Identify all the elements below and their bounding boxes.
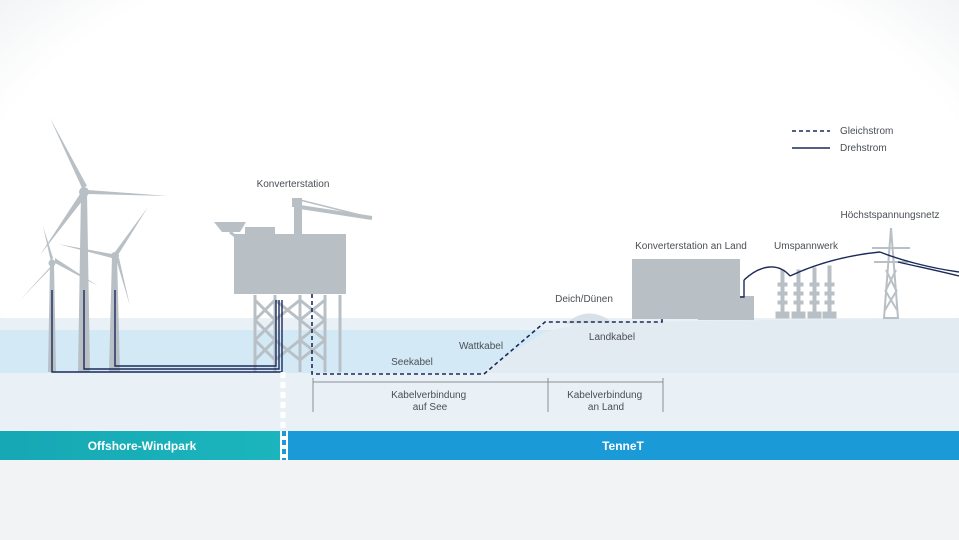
label-connection-land-line2: an Land xyxy=(588,402,624,413)
band-offshore-label: Offshore-Windpark xyxy=(88,439,197,453)
wind-turbines xyxy=(20,118,168,372)
label-sea-cable: Seekabel xyxy=(391,357,433,368)
ac-cables-offshore xyxy=(51,290,283,373)
dc-cable xyxy=(311,294,663,375)
substation xyxy=(775,265,837,319)
label-tidal-cable: Wattkabel xyxy=(459,341,503,352)
wind-turbine-medium xyxy=(58,207,148,372)
dimension-brackets xyxy=(312,378,664,412)
band-offshore xyxy=(0,431,280,460)
label-connection-sea-line2: auf See xyxy=(413,402,448,413)
label-grid: Höchstspannungsnetz xyxy=(841,210,940,221)
land-converter-station xyxy=(632,259,754,320)
label-converter-offshore: Konverterstation xyxy=(257,179,330,190)
label-connection-sea: Kabelverbindung auf See xyxy=(391,390,469,413)
label-dike: Deich/Dünen xyxy=(555,294,613,305)
sea-water xyxy=(0,330,560,373)
label-substation: Umspannwerk xyxy=(774,241,839,252)
legend: Gleichstrom Drehstrom xyxy=(792,126,893,154)
band-operator-label: TenneT xyxy=(602,439,644,453)
substation-unit xyxy=(822,265,837,319)
band-gap xyxy=(280,431,288,460)
label-land-cable: Landkabel xyxy=(589,332,635,343)
substation-unit xyxy=(807,267,822,319)
label-connection-land-line1: Kabelverbindung xyxy=(567,390,642,401)
label-connection-land: Kabelverbindung an Land xyxy=(567,390,645,413)
wind-turbine-large xyxy=(40,118,168,372)
transmission-pylon xyxy=(872,227,910,319)
legend-dc-label: Gleichstrom xyxy=(840,126,893,137)
substation-unit xyxy=(791,269,806,319)
ac-cable-land xyxy=(740,251,959,298)
legend-ac-label: Drehstrom xyxy=(840,143,887,154)
band-operator xyxy=(288,431,959,460)
bottom-strip xyxy=(0,460,959,540)
offshore-converter-platform xyxy=(214,198,373,372)
land-embankment xyxy=(480,314,959,373)
label-connection-sea-line1: Kabelverbindung xyxy=(391,390,466,401)
label-converter-land: Konverterstation an Land xyxy=(635,241,747,252)
